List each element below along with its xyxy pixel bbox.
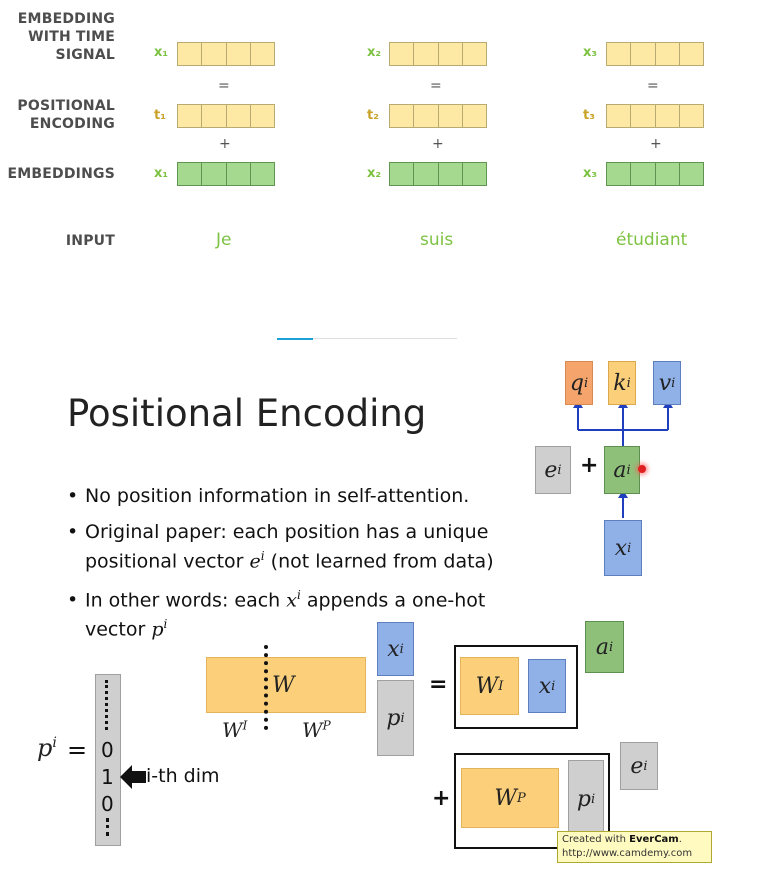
matrix-plus-sign: + (432, 786, 451, 811)
t2-label: t₂ (367, 108, 379, 123)
equals-sign: = (647, 78, 659, 94)
bullet-1: •No position information in self-attenti… (67, 485, 470, 507)
positional-encoding-vector-2 (389, 104, 487, 128)
x1-embedding-label: x₁ (154, 166, 169, 181)
onehot-value-1: 1 (101, 765, 114, 789)
plus-sign: + (650, 136, 662, 152)
bullet-3: •In other words: each xi appends a one-h… (67, 588, 486, 641)
w-p-p-group (454, 753, 610, 849)
slide-title: Positional Encoding (67, 392, 427, 435)
divider-accent (277, 338, 313, 340)
equals-sign: = (218, 78, 230, 94)
equals-sign: = (430, 78, 442, 94)
bullet-dot: • (67, 485, 79, 507)
row-label-positional-encoding: POSITIONAL ENCODING (17, 98, 115, 132)
evercam-watermark: Created with EverCam. http://www.camdemy… (557, 831, 712, 863)
row-label-input: INPUT (65, 233, 115, 249)
onehot-arrow-label: i-th dim (146, 765, 220, 787)
x1-label: x₁ (154, 45, 169, 60)
embedding-vector-1 (177, 162, 275, 186)
attention-arrows (573, 400, 673, 518)
positional-encoding-vector-3 (606, 104, 704, 128)
matrix-equals-sign: = (429, 672, 448, 697)
input-word-2: suis (420, 230, 454, 250)
w-matrix-split-line (264, 645, 268, 730)
onehot-vector (95, 674, 121, 846)
embedding-with-time-signal-vector-1 (177, 42, 275, 66)
attention-plus-sign: + (580, 453, 599, 478)
plus-sign: + (219, 136, 231, 152)
onehot-dots-top (105, 680, 108, 730)
onehot-value-2: 0 (101, 792, 114, 816)
w-i-x-group (454, 645, 578, 729)
bullet-dot: • (67, 521, 79, 543)
embedding-vector-3 (606, 162, 704, 186)
bullet-2: •Original paper: each position has a uni… (67, 521, 494, 573)
embedding-vector-2 (389, 162, 487, 186)
embedding-with-time-signal-vector-3 (606, 42, 704, 66)
input-word-1: Je (216, 230, 232, 250)
onehot-lhs: pi (37, 734, 57, 762)
left-arrow-icon (120, 765, 146, 789)
onehot-value-0: 0 (101, 738, 114, 762)
t3-label: t₃ (583, 108, 595, 123)
embedding-with-time-signal-vector-2 (389, 42, 487, 66)
x3-embedding-label: x₃ (583, 166, 598, 181)
x2-label: x₂ (367, 45, 382, 60)
x2-embedding-label: x₂ (367, 166, 382, 181)
onehot-dots-bottom (106, 818, 109, 836)
x3-label: x₃ (583, 45, 598, 60)
input-word-3: étudiant (616, 230, 688, 250)
onehot-equals-sign: = (67, 736, 88, 764)
bullet-dot: • (67, 589, 79, 612)
cursor-dot-icon (638, 465, 646, 473)
row-label-embeddings: EMBEDDINGS (7, 166, 115, 182)
w-p-label: WP (302, 718, 331, 742)
w-matrix: W (206, 657, 366, 713)
w-i-label: WI (222, 718, 248, 742)
divider (277, 338, 457, 339)
t1-label: t₁ (154, 108, 166, 123)
positional-encoding-vector-1 (177, 104, 275, 128)
row-label-embedding-with-time-signal: EMBEDDING WITH TIME SIGNAL (17, 11, 115, 63)
plus-sign: + (432, 136, 444, 152)
